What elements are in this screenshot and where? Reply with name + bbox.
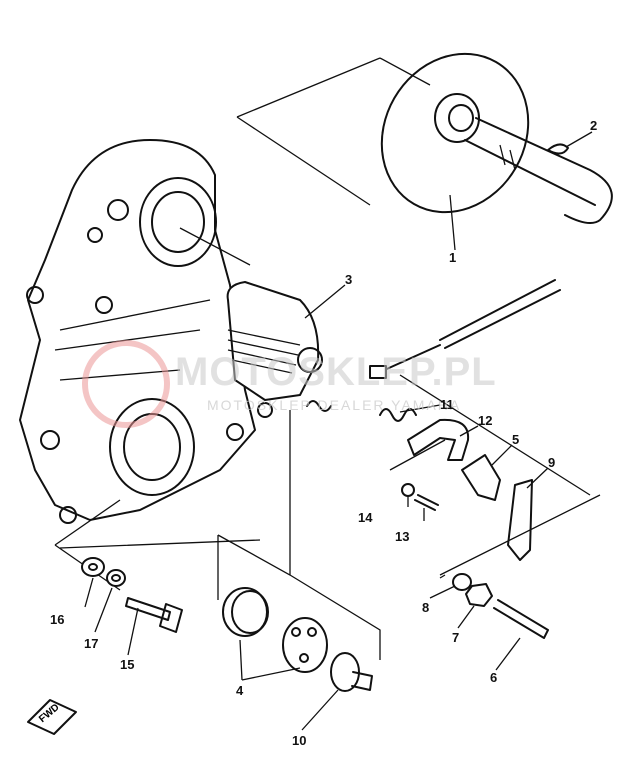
callout-12: 12 [478, 413, 493, 428]
callout-16: 16 [50, 612, 65, 627]
callout-7: 7 [452, 630, 460, 645]
bracket [407, 418, 470, 461]
washer-16 [81, 557, 105, 577]
throttle-cable [379, 279, 561, 373]
callout-11: 11 [440, 397, 454, 412]
callout-6: 6 [490, 670, 498, 685]
callout-9: 9 [548, 455, 556, 470]
key [547, 143, 569, 155]
spring [379, 408, 417, 422]
callout-13: 13 [395, 529, 410, 544]
callout-5: 5 [512, 432, 520, 447]
callout-8: 8 [422, 600, 430, 615]
callout-4: 4 [236, 683, 244, 698]
watermark-title: MOTOSKLEP.PL [175, 350, 497, 394]
washer-8 [452, 573, 472, 591]
oil-pump [226, 281, 323, 401]
leader-frame [179, 57, 431, 266]
callout-1: 1 [449, 250, 457, 265]
lever [507, 479, 533, 561]
bolt-15 [125, 597, 183, 633]
callout-leaders [84, 131, 593, 731]
cable-end [369, 365, 387, 379]
fwd-arrow [27, 699, 77, 735]
stud-6 [493, 599, 549, 639]
leader-frame-caps [217, 410, 381, 660]
callout-15: 15 [120, 657, 135, 672]
callout-14: 14 [358, 510, 373, 525]
callout-10: 10 [292, 733, 307, 748]
washer-17 [106, 569, 126, 587]
callout-3: 3 [345, 272, 353, 287]
rubber-boot [461, 454, 501, 501]
watermark-subtitle: MOTOSKLEP DEALER YAMAHA [207, 397, 462, 413]
leader-frame-right [389, 374, 601, 579]
callout-17: 17 [84, 636, 99, 651]
crankcase-cover [19, 139, 273, 524]
nut-7 [465, 583, 493, 607]
cap-4b [282, 617, 328, 673]
sheave-pulley [380, 52, 613, 225]
watermark-logo [82, 340, 170, 428]
plug-10 [330, 652, 360, 692]
callout-2: 2 [590, 118, 598, 133]
